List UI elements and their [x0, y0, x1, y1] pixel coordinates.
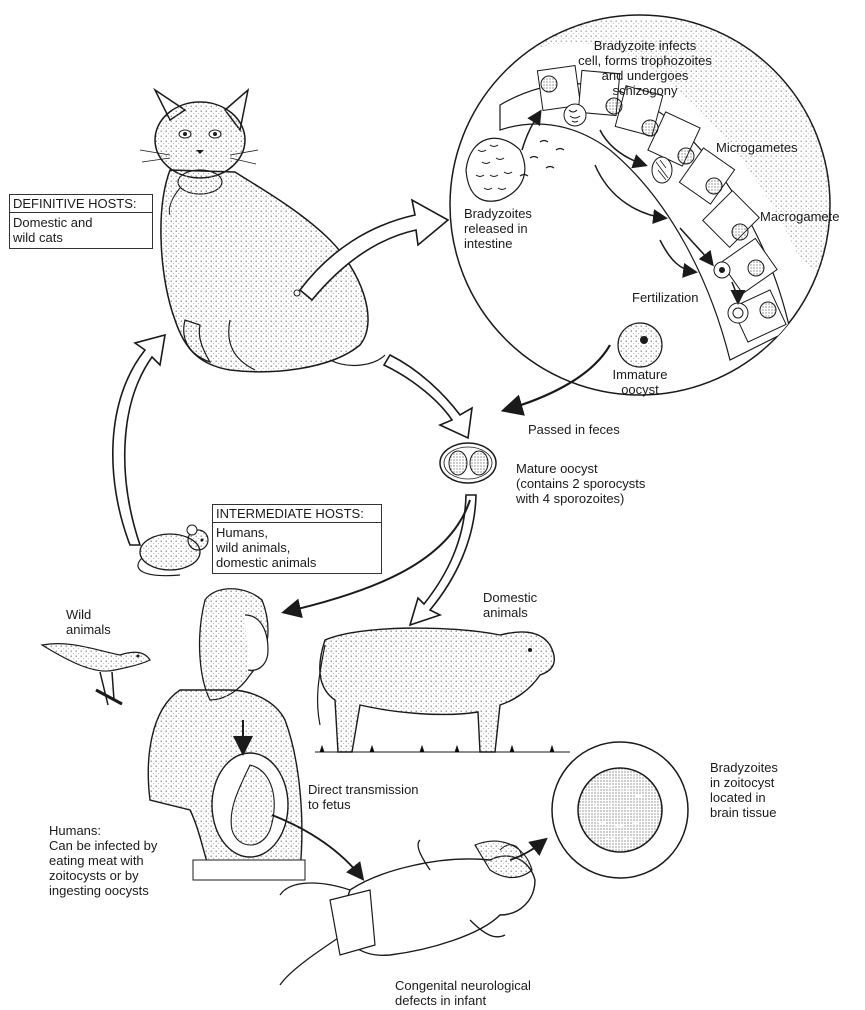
- label-microgametes: Microgametes: [716, 140, 798, 155]
- intermediate-hosts-body: Humans, wild animals, domestic animals: [216, 525, 317, 570]
- definitive-hosts-title: DEFINITIVE HOSTS:: [10, 195, 152, 213]
- pregnant-woman-drawing: [147, 588, 306, 881]
- cat-drawing: [139, 87, 386, 373]
- label-mature-oocyst: Mature oocyst (contains 2 sporocysts wit…: [516, 461, 646, 506]
- label-congenital: Congenital neurological defects in infan…: [395, 978, 531, 1008]
- brain-tissue-circle: [551, 741, 689, 879]
- label-macrogamete: Macrogamete: [760, 209, 840, 224]
- label-passed-in-feces: Passed in feces: [528, 422, 620, 437]
- label-fertilization: Fertilization: [632, 290, 699, 305]
- cow-drawing: [315, 627, 570, 753]
- label-bradyzoites-released: Bradyzoites released in intestine: [464, 206, 532, 251]
- definitive-hosts-body: Domestic and wild cats: [13, 215, 93, 245]
- infant-drawing: [279, 839, 536, 986]
- label-humans-infected: Humans: Can be infected by eating meat w…: [49, 823, 158, 898]
- definitive-hosts-box: DEFINITIVE HOSTS: Domestic and wild cats: [9, 194, 153, 249]
- label-bradyzoites-zoitocyst: Bradyzoites in zoitocyst located in brai…: [710, 760, 778, 820]
- intestine-circle: [449, 14, 831, 396]
- mature-oocyst-drawing: [439, 442, 497, 484]
- label-direct-transmission: Direct transmission to fetus: [308, 782, 419, 812]
- cycle-arrows: [112, 198, 477, 627]
- bird-drawing: [40, 643, 151, 706]
- intermediate-hosts-box: INTERMEDIATE HOSTS: Humans, wild animals…: [212, 504, 382, 574]
- intermediate-hosts-title: INTERMEDIATE HOSTS:: [213, 505, 381, 523]
- label-immature-oocyst: Immature oocyst: [612, 367, 668, 397]
- label-domestic-animals: Domestic animals: [483, 590, 538, 620]
- label-wild-animals: Wild animals: [66, 607, 111, 637]
- label-bradyzoite-infects: Bradyzoite infects cell, forms trophozoi…: [578, 38, 712, 98]
- mouse-drawing: [137, 524, 209, 577]
- immature-oocyst-drawing: [617, 322, 663, 368]
